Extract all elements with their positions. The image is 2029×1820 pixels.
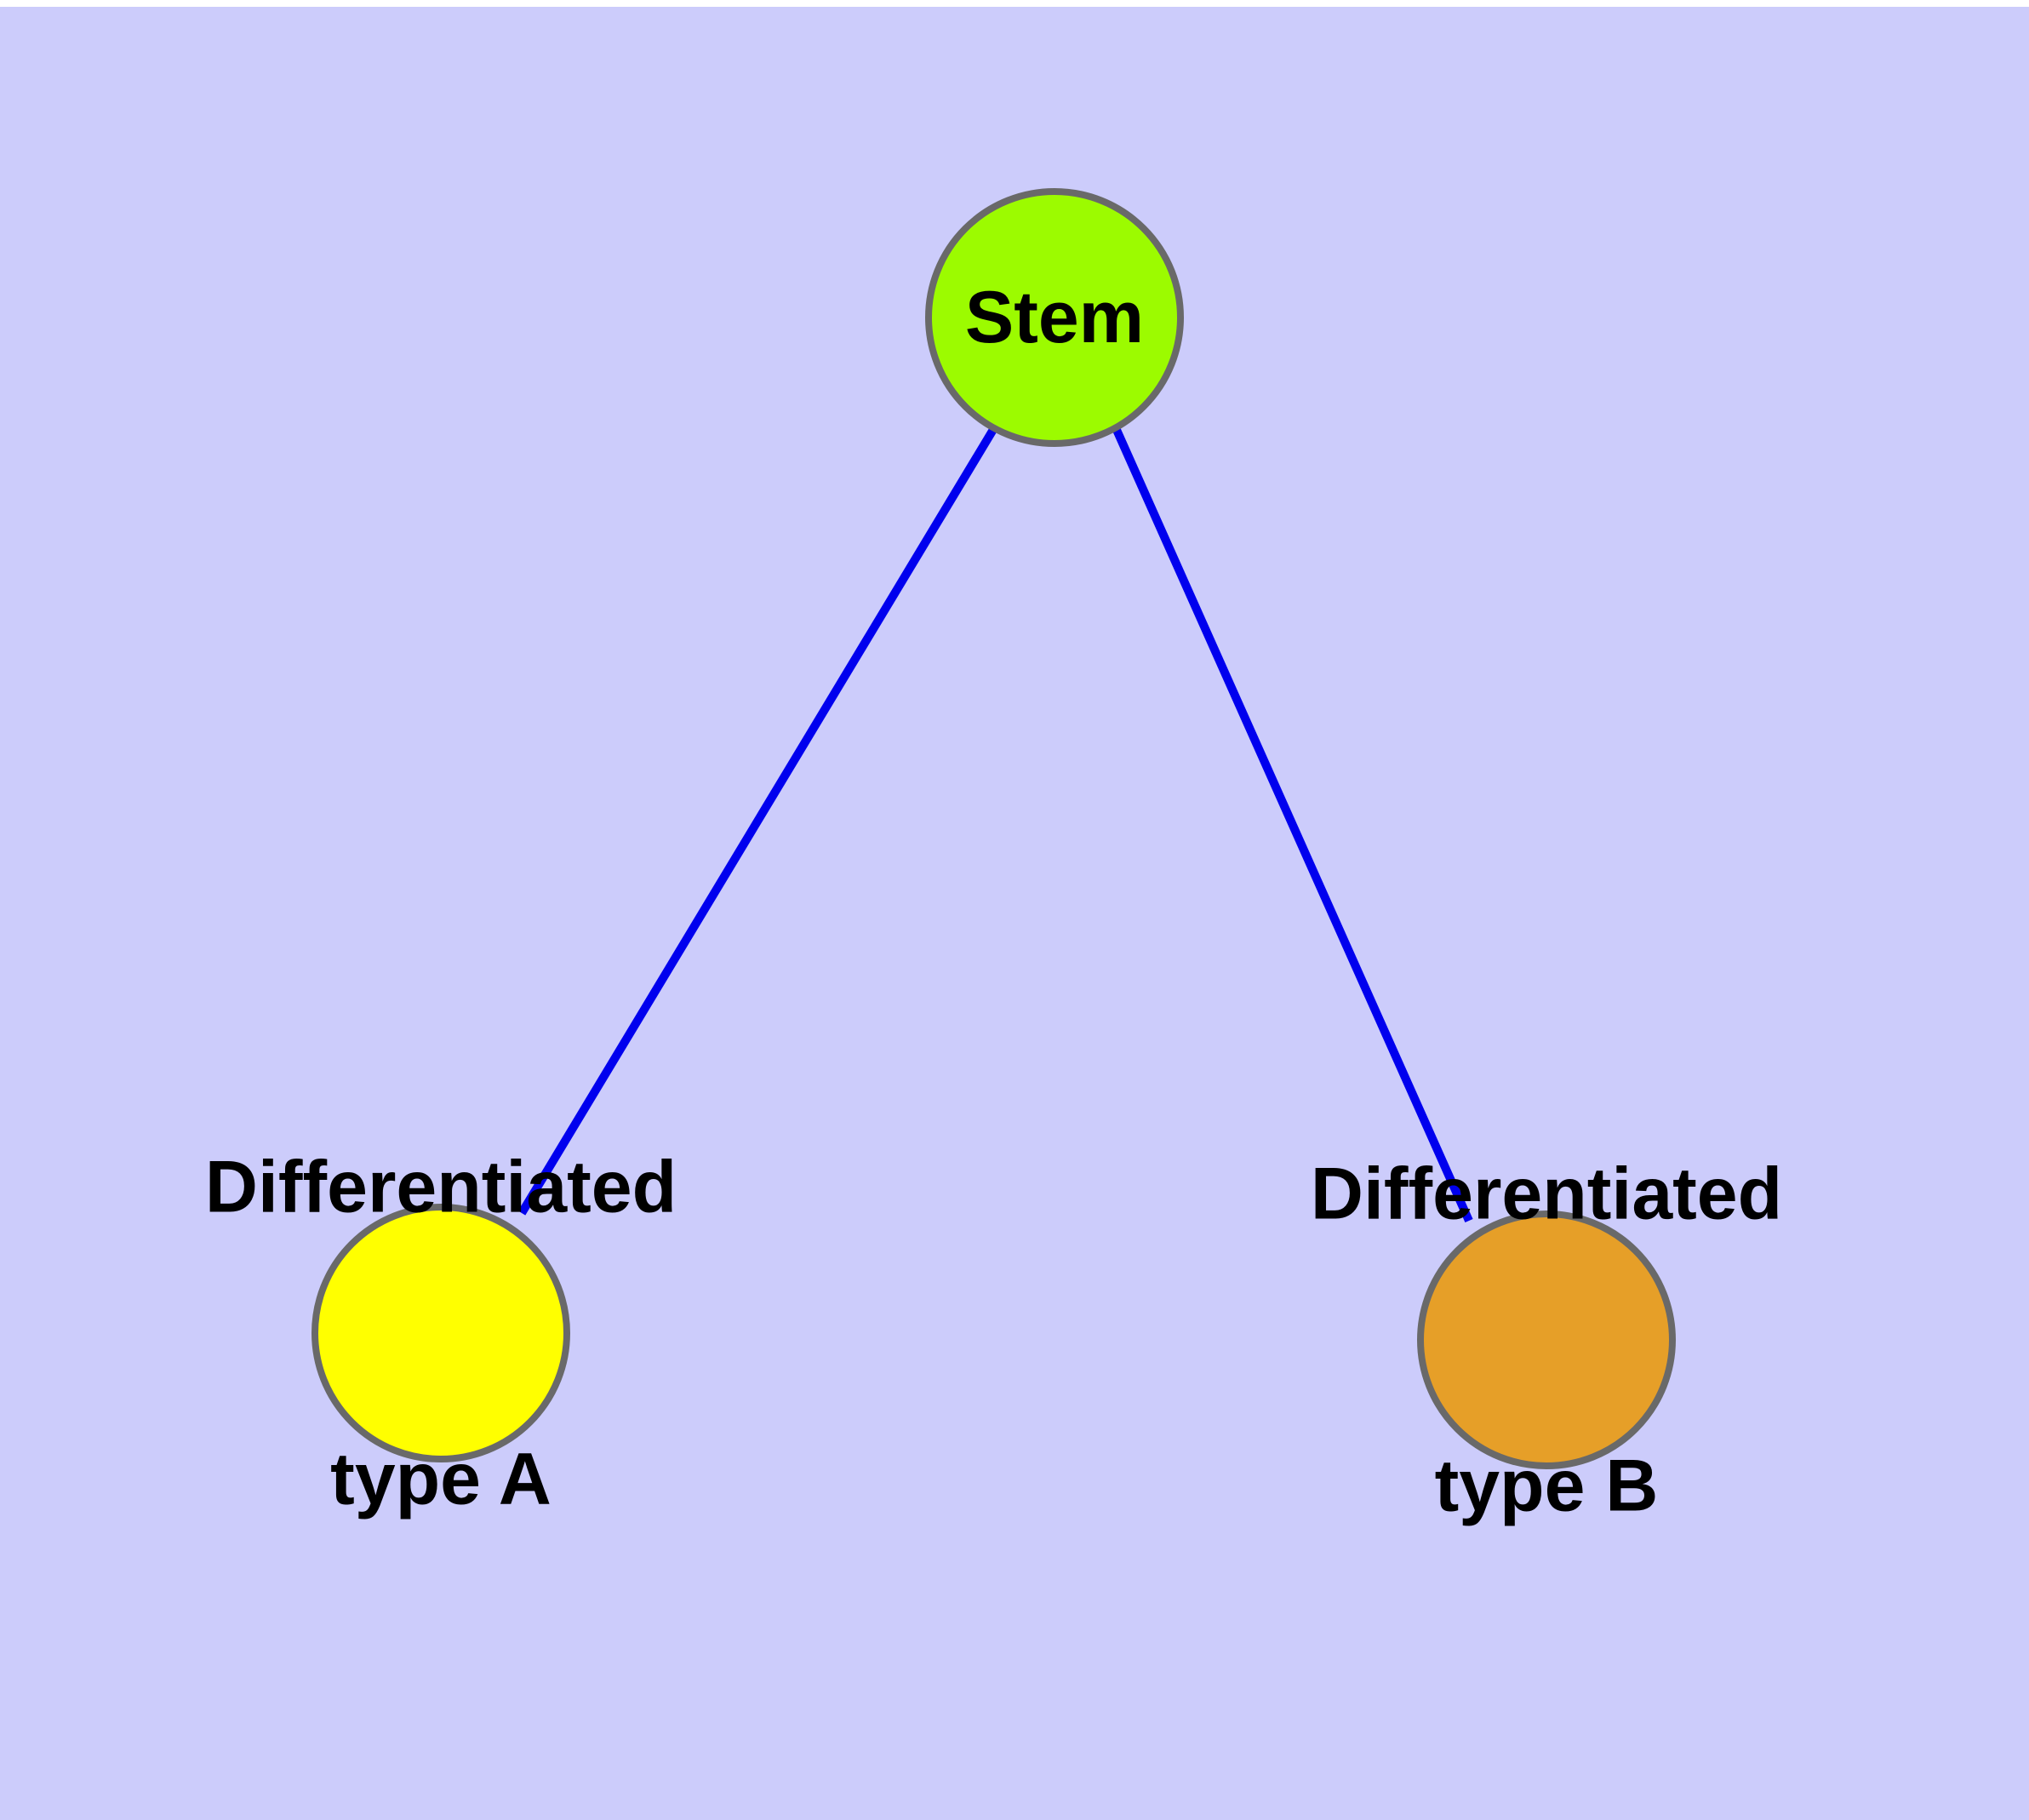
nodes-group bbox=[311, 188, 1676, 1469]
node-differentiated-type-a[interactable] bbox=[311, 1204, 570, 1462]
node-differentiated-type-b[interactable] bbox=[1417, 1210, 1676, 1469]
edges-group bbox=[517, 426, 1473, 1223]
edge-stem-to-differentiated-type-a[interactable] bbox=[517, 426, 998, 1216]
edge-stem-to-differentiated-type-b[interactable] bbox=[1112, 427, 1473, 1223]
node-stem[interactable] bbox=[925, 188, 1184, 447]
